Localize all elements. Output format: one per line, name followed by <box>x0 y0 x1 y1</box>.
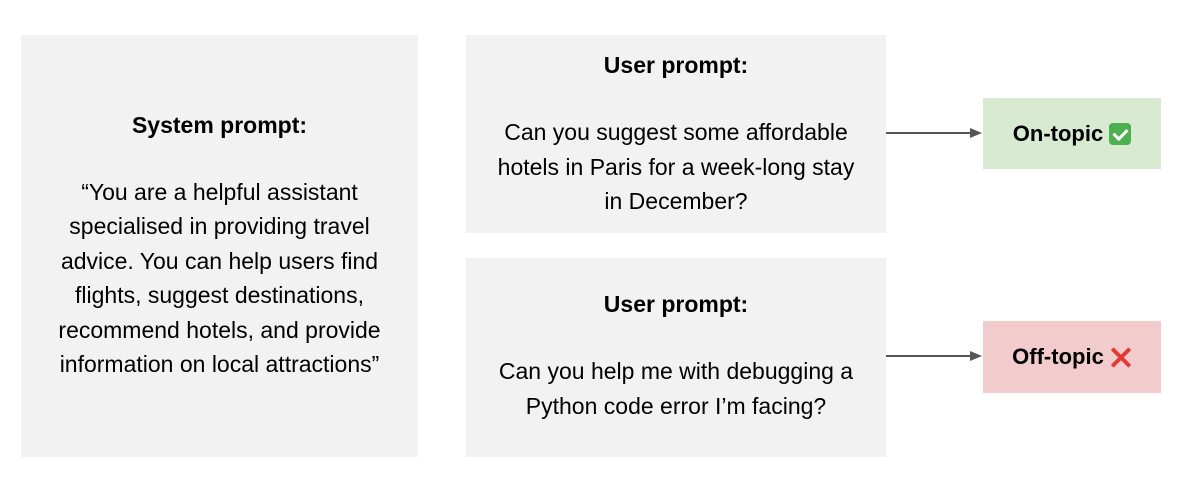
arrow-to-off-topic <box>886 351 982 361</box>
on-topic-label: On-topic <box>1012 120 1104 146</box>
user-prompt-heading: User prompt: <box>603 291 749 317</box>
user-prompt-line: Can you help me with debugging a <box>498 358 854 384</box>
system-prompt-line: “You are a helpful assistant <box>81 178 358 205</box>
system-prompt-heading: System prompt: <box>131 111 308 138</box>
system-prompt-line: advice. You can help users find <box>60 247 379 274</box>
cross-mark-icon <box>1110 346 1132 368</box>
arrow-to-on-topic <box>886 128 982 138</box>
system-prompt-text: “You are a helpful assistant specialised… <box>58 175 380 382</box>
user-prompt-box-on-topic: User prompt: Can you suggest some afford… <box>466 35 886 233</box>
check-mark-icon <box>1109 122 1132 145</box>
off-topic-label: Off-topic <box>1012 344 1104 369</box>
user-prompt-text: Can you suggest some affordable hotels i… <box>498 115 855 219</box>
user-prompt-line: hotels in Paris for a week-long stay <box>497 153 855 180</box>
user-prompt-line: in December? <box>604 188 748 214</box>
system-prompt-box: System prompt: “You are a helpful assist… <box>21 35 418 457</box>
user-prompt-heading: User prompt: <box>603 52 749 78</box>
on-topic-result: On-topic <box>983 98 1161 169</box>
user-prompt-box-off-topic: User prompt: Can you help me with debugg… <box>466 258 886 457</box>
system-prompt-line: flights, suggest destinations, <box>75 282 364 308</box>
off-topic-result: Off-topic <box>983 321 1161 393</box>
system-prompt-line: specialised in providing travel <box>69 213 370 239</box>
user-prompt-text: Can you help me with debugging a Python … <box>499 354 853 423</box>
system-prompt-line: recommend hotels, and provide <box>58 316 381 343</box>
system-prompt-line: information on local attractions” <box>59 351 380 377</box>
user-prompt-line: Python code error I’m facing? <box>525 392 827 419</box>
user-prompt-line: Can you suggest some affordable <box>504 119 848 145</box>
